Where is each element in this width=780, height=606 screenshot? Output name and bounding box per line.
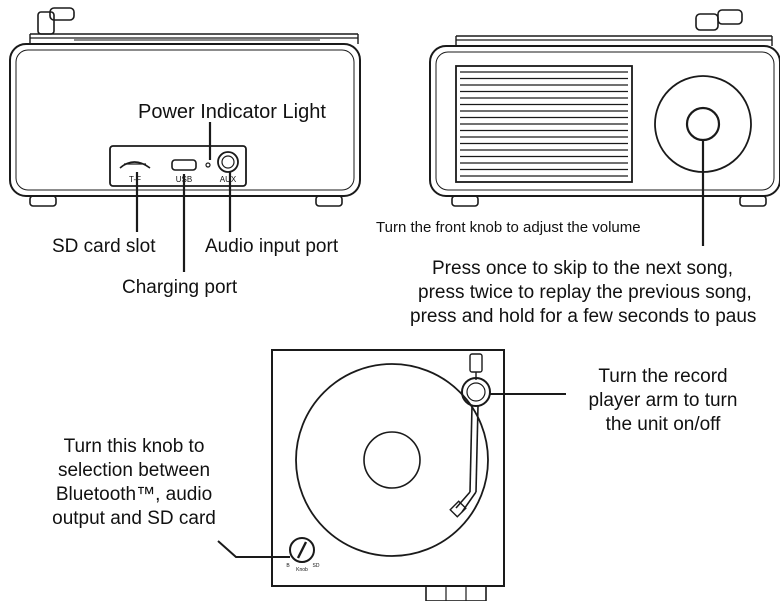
front-housing bbox=[429, 45, 780, 197]
volume-callout: Turn the front knob to adjust the volume bbox=[376, 219, 641, 236]
port-panel bbox=[109, 145, 247, 187]
front-housing-inner bbox=[435, 51, 775, 191]
skip-callout-line-2: press twice to replay the previous song, bbox=[418, 282, 752, 303]
turntable-front-knob-stub bbox=[425, 585, 487, 602]
tonearm-counterweight bbox=[469, 353, 483, 373]
mode-selector-knob bbox=[289, 537, 315, 563]
mode-knob-callout-line-2: selection between bbox=[58, 460, 210, 481]
sd-card-slot-callout: SD card slot bbox=[52, 236, 156, 257]
audio-input-callout: Audio input port bbox=[205, 236, 339, 257]
knob-label-left: B bbox=[286, 563, 290, 569]
usb-port bbox=[171, 159, 197, 171]
front-foot-left bbox=[451, 195, 479, 207]
mode-knob-callout-line-4: output and SD card bbox=[52, 508, 216, 529]
sd-card-slot bbox=[119, 161, 151, 169]
record-platter bbox=[295, 363, 489, 557]
tf-port-label: T-F bbox=[129, 175, 141, 184]
power-indicator-callout: Power Indicator Light bbox=[138, 101, 326, 123]
record-label bbox=[363, 431, 421, 489]
arm-callout-line-3: the unit on/off bbox=[606, 414, 722, 435]
front-foot-right bbox=[739, 195, 767, 207]
aux-port-label: AUX bbox=[220, 175, 237, 184]
foot-left bbox=[29, 195, 57, 207]
power-indicator-light bbox=[205, 162, 211, 168]
record-player-arm bbox=[469, 405, 473, 493]
front-view: Turn the front knob to adjust the volume… bbox=[376, 9, 780, 327]
tonearm-pivot bbox=[461, 377, 491, 407]
turntable-base bbox=[271, 349, 505, 587]
arm-callout-line-2: player arm to turn bbox=[589, 390, 738, 411]
top-view: B Knob SD Turn the record player arm to … bbox=[52, 349, 738, 602]
mode-knob-callout-line-1: Turn this knob to bbox=[64, 436, 205, 457]
front-tonearm-weight bbox=[695, 13, 719, 31]
speaker-grille-slats bbox=[460, 71, 628, 177]
tonearm-headshell bbox=[449, 500, 467, 518]
arm-callout-line-1: Turn the record bbox=[598, 366, 727, 387]
knob-label-center: Knob bbox=[296, 567, 308, 573]
skip-callout-line-3: press and hold for a few seconds to paus bbox=[410, 306, 756, 327]
volume-knob bbox=[685, 106, 721, 142]
charging-port-callout: Charging port bbox=[122, 277, 238, 298]
skip-callout-line-1: Press once to skip to the next song, bbox=[432, 258, 733, 279]
foot-right bbox=[315, 195, 343, 207]
knob-label-right: SD bbox=[313, 563, 320, 569]
aux-port bbox=[217, 151, 239, 173]
tonearm-weight bbox=[49, 7, 75, 21]
mode-knob-leader bbox=[217, 540, 290, 558]
mode-knob-callout-line-3: Bluetooth™, audio bbox=[56, 484, 212, 505]
speaker-grille bbox=[455, 65, 633, 183]
back-view: T-F USB AUX Power Indicator Light SD car… bbox=[9, 7, 361, 298]
tonearm-stub bbox=[37, 11, 55, 35]
